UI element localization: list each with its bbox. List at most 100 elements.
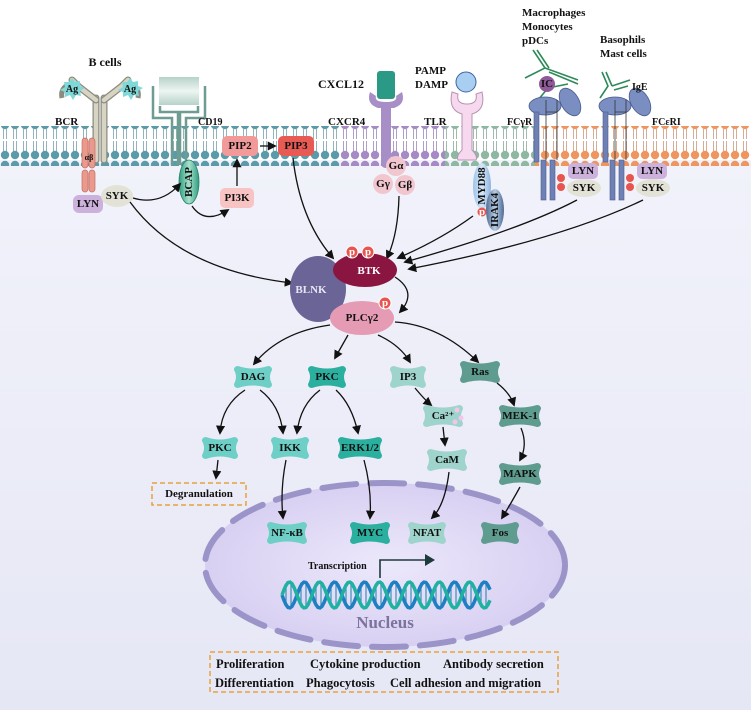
tlr-label: TLR <box>424 116 448 128</box>
arrow-tlr-btk <box>396 215 474 260</box>
g-gamma-label: Gγ <box>376 178 390 190</box>
cxcl12-ligand <box>377 71 395 99</box>
cd19-label: CD19 <box>198 117 222 128</box>
bcap <box>178 159 200 205</box>
arrow-dag-pkc <box>215 389 246 435</box>
syk-fcgr <box>567 179 601 197</box>
phospho-irak4-label: p <box>479 206 485 218</box>
ikk-node-label: IKK <box>279 442 301 454</box>
cam-node <box>427 449 467 471</box>
arrow-cam-nfat <box>430 471 450 520</box>
phospho-btk-2-label: p <box>365 246 371 258</box>
cam-node-label: CaM <box>435 454 459 466</box>
myc-node-label: MYC <box>357 527 383 539</box>
phospho-irak4 <box>477 207 487 217</box>
g-beta <box>395 175 415 195</box>
arrow-ca-cam <box>439 426 449 447</box>
irak4 <box>486 189 504 231</box>
lyn-fcgr <box>568 163 598 179</box>
outcome-differentiation: Differentiation <box>215 676 294 690</box>
bcap-label: BCAP <box>183 167 195 197</box>
calcium-ion-icon <box>452 419 458 425</box>
outcomes-box <box>209 651 559 693</box>
cxcr4-label: CXCR4 <box>328 116 366 128</box>
outcome-cytokine-production: Cytokine production <box>310 657 421 671</box>
b-cells-label: B cells <box>89 55 122 69</box>
monocytes-label: Monocytes <box>522 21 573 33</box>
membrane-segment-fc <box>535 126 751 166</box>
arrow-pip3-btk <box>292 157 335 260</box>
arrow-ip3-ca <box>414 387 433 407</box>
mapk-node-label: MAPK <box>503 468 537 480</box>
antigen-left: Ag <box>60 78 85 100</box>
damp-label: DAMP <box>415 79 448 91</box>
ip3-node-label: IP3 <box>400 371 417 383</box>
nfat-node-label: NFAT <box>413 527 442 539</box>
degranulation-box <box>151 482 247 506</box>
dag-node <box>234 366 272 388</box>
phospho-plcg2-label: p <box>382 297 388 309</box>
arrow-dag-ikk <box>259 389 287 435</box>
pamp-damp-ligand <box>455 71 477 93</box>
btk-label: BTK <box>357 265 381 277</box>
transcription-label: Transcription <box>308 561 367 572</box>
ras-node-label: Ras <box>471 366 489 378</box>
dna-helix <box>280 580 492 610</box>
pip2-label: PIP2 <box>228 140 252 152</box>
transcription-arrowhead <box>425 554 435 566</box>
dna-strand-1 <box>280 580 492 610</box>
nfkb-node <box>267 522 307 544</box>
pkc-low-node-label: PKC <box>208 442 231 454</box>
dna-strand-2 <box>280 580 492 610</box>
arrow-plcg2-ras <box>394 321 480 364</box>
phospho-btk-1 <box>345 245 359 259</box>
fceri-label: FCεRI <box>652 117 681 128</box>
antigen-right-label: Ag <box>124 84 136 95</box>
calcium-ion-icon <box>458 415 464 421</box>
basophils-label: Basophils <box>600 34 646 46</box>
antigen-left-label: Ag <box>66 84 78 95</box>
phospho-fceri-1 <box>626 174 634 182</box>
pkc-low-node <box>202 437 238 459</box>
arrow-plcg2-dag <box>252 324 331 366</box>
arrow-mek-mapk <box>519 427 528 462</box>
arrow-syk-blnk <box>129 201 294 287</box>
pkc-top-node-label: PKC <box>315 371 338 383</box>
antigen-right: Ag <box>118 78 143 100</box>
g-gamma <box>373 174 393 194</box>
cd19-receptor <box>151 77 207 165</box>
syk-fceri <box>636 179 670 197</box>
arrow-bcap-pi3k <box>191 205 230 218</box>
plcg2-label: PLCγ2 <box>346 312 379 324</box>
arrow-syk-bcap <box>132 182 182 201</box>
irak4-label: IRAK4 <box>489 192 501 227</box>
immune-complex <box>539 76 555 92</box>
erk-node <box>338 437 382 459</box>
tlr-receptor <box>450 91 484 161</box>
calcium-ion-icon <box>454 407 460 413</box>
phospho-fcgr-2 <box>557 183 565 191</box>
btk <box>333 253 397 287</box>
cell-membrane <box>0 126 751 166</box>
arrow-pkc-ikk <box>293 389 321 435</box>
pi3k <box>220 188 254 208</box>
myc-node <box>350 522 390 544</box>
phospho-btk-1-label: p <box>349 246 355 258</box>
bcr-label: BCR <box>55 116 79 128</box>
macrophages-label: Macrophages <box>522 7 586 19</box>
outcome-proliferation: Proliferation <box>216 657 285 671</box>
nfat-node <box>408 522 446 544</box>
mek-node-label: MEK-1 <box>502 410 537 422</box>
arrow-fceri-btk <box>407 199 644 273</box>
arrow-gprotein-btk <box>386 195 400 260</box>
ig-alpha-beta: αβ <box>81 137 96 193</box>
degranulation-label: Degranulation <box>165 488 233 500</box>
plcg2 <box>330 301 394 335</box>
ip3-node <box>390 366 426 388</box>
erk-node-label: ERK1/2 <box>341 442 379 454</box>
syk-bcell-label: SYK <box>106 190 129 202</box>
lyn-fceri <box>637 163 667 179</box>
phospho-fcgr-1 <box>557 174 565 182</box>
arrow-btk-plcg2 <box>394 276 409 314</box>
